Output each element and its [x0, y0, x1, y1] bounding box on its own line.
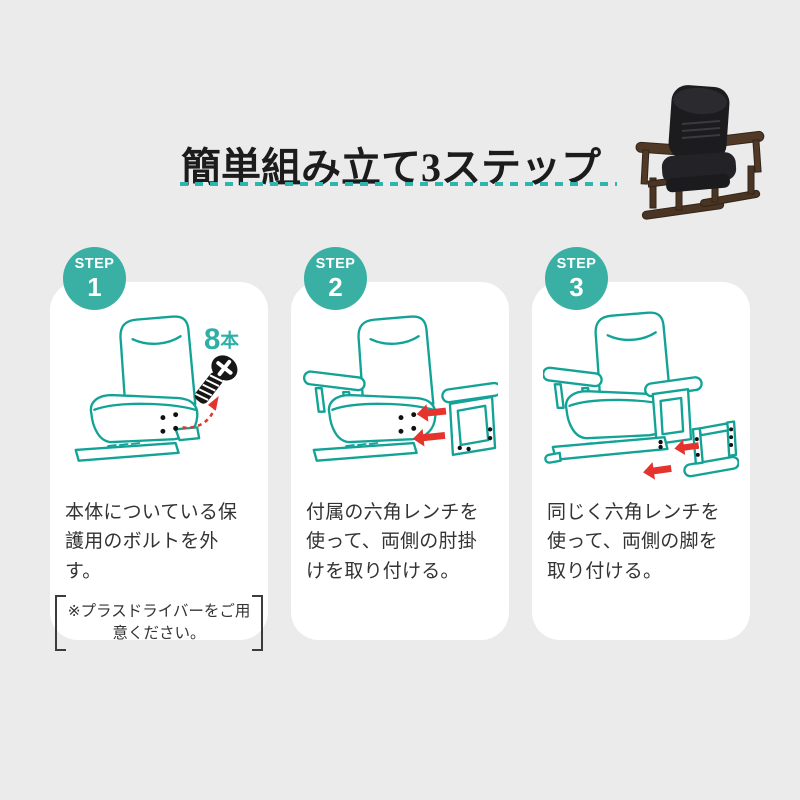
- step-badge-number: 1: [87, 271, 102, 302]
- step-card-1: STEP 1: [50, 247, 268, 652]
- chair-illustration-step1: 8本: [74, 315, 239, 462]
- step-card-2: STEP 2: [291, 247, 509, 640]
- chair-illustration-step2: [302, 315, 498, 462]
- step-badge-label: STEP: [556, 256, 597, 273]
- step-card-3: STEP 3: [532, 247, 750, 640]
- step-description: 同じく六角レンチを使って、両側の脚を取り付ける。: [547, 502, 720, 582]
- step-description: 付属の六角レンチを使って、両側の肘掛けを取り付ける。: [306, 502, 479, 582]
- red-arrows: [412, 404, 447, 447]
- chair-illustration-step3: [543, 311, 739, 480]
- bolt-dots: [398, 412, 493, 452]
- step-badge-2: STEP 2: [304, 247, 367, 310]
- step-badge-label: STEP: [74, 256, 115, 273]
- step-badge-label: STEP: [315, 256, 356, 273]
- red-arrows: [643, 439, 700, 480]
- product-photo-chair: [635, 85, 765, 220]
- step-badge-1: STEP 1: [63, 247, 126, 310]
- red-dashed-arrow: [182, 396, 219, 429]
- screw-icon: [194, 355, 238, 404]
- bolt-dots: [160, 412, 179, 434]
- screwdriver-note: ※プラスドライバーをご用意ください。: [55, 595, 263, 652]
- screw-count-label: 8本: [204, 323, 239, 356]
- teal-dashed-divider: [180, 182, 617, 186]
- step-badge-3: STEP 3: [545, 247, 608, 310]
- step-description: 本体についている保護用のボルトを外す。: [65, 502, 238, 582]
- step-badge-number: 3: [569, 271, 584, 302]
- step-badge-number: 2: [328, 271, 343, 302]
- steps-row: STEP 1: [50, 247, 750, 652]
